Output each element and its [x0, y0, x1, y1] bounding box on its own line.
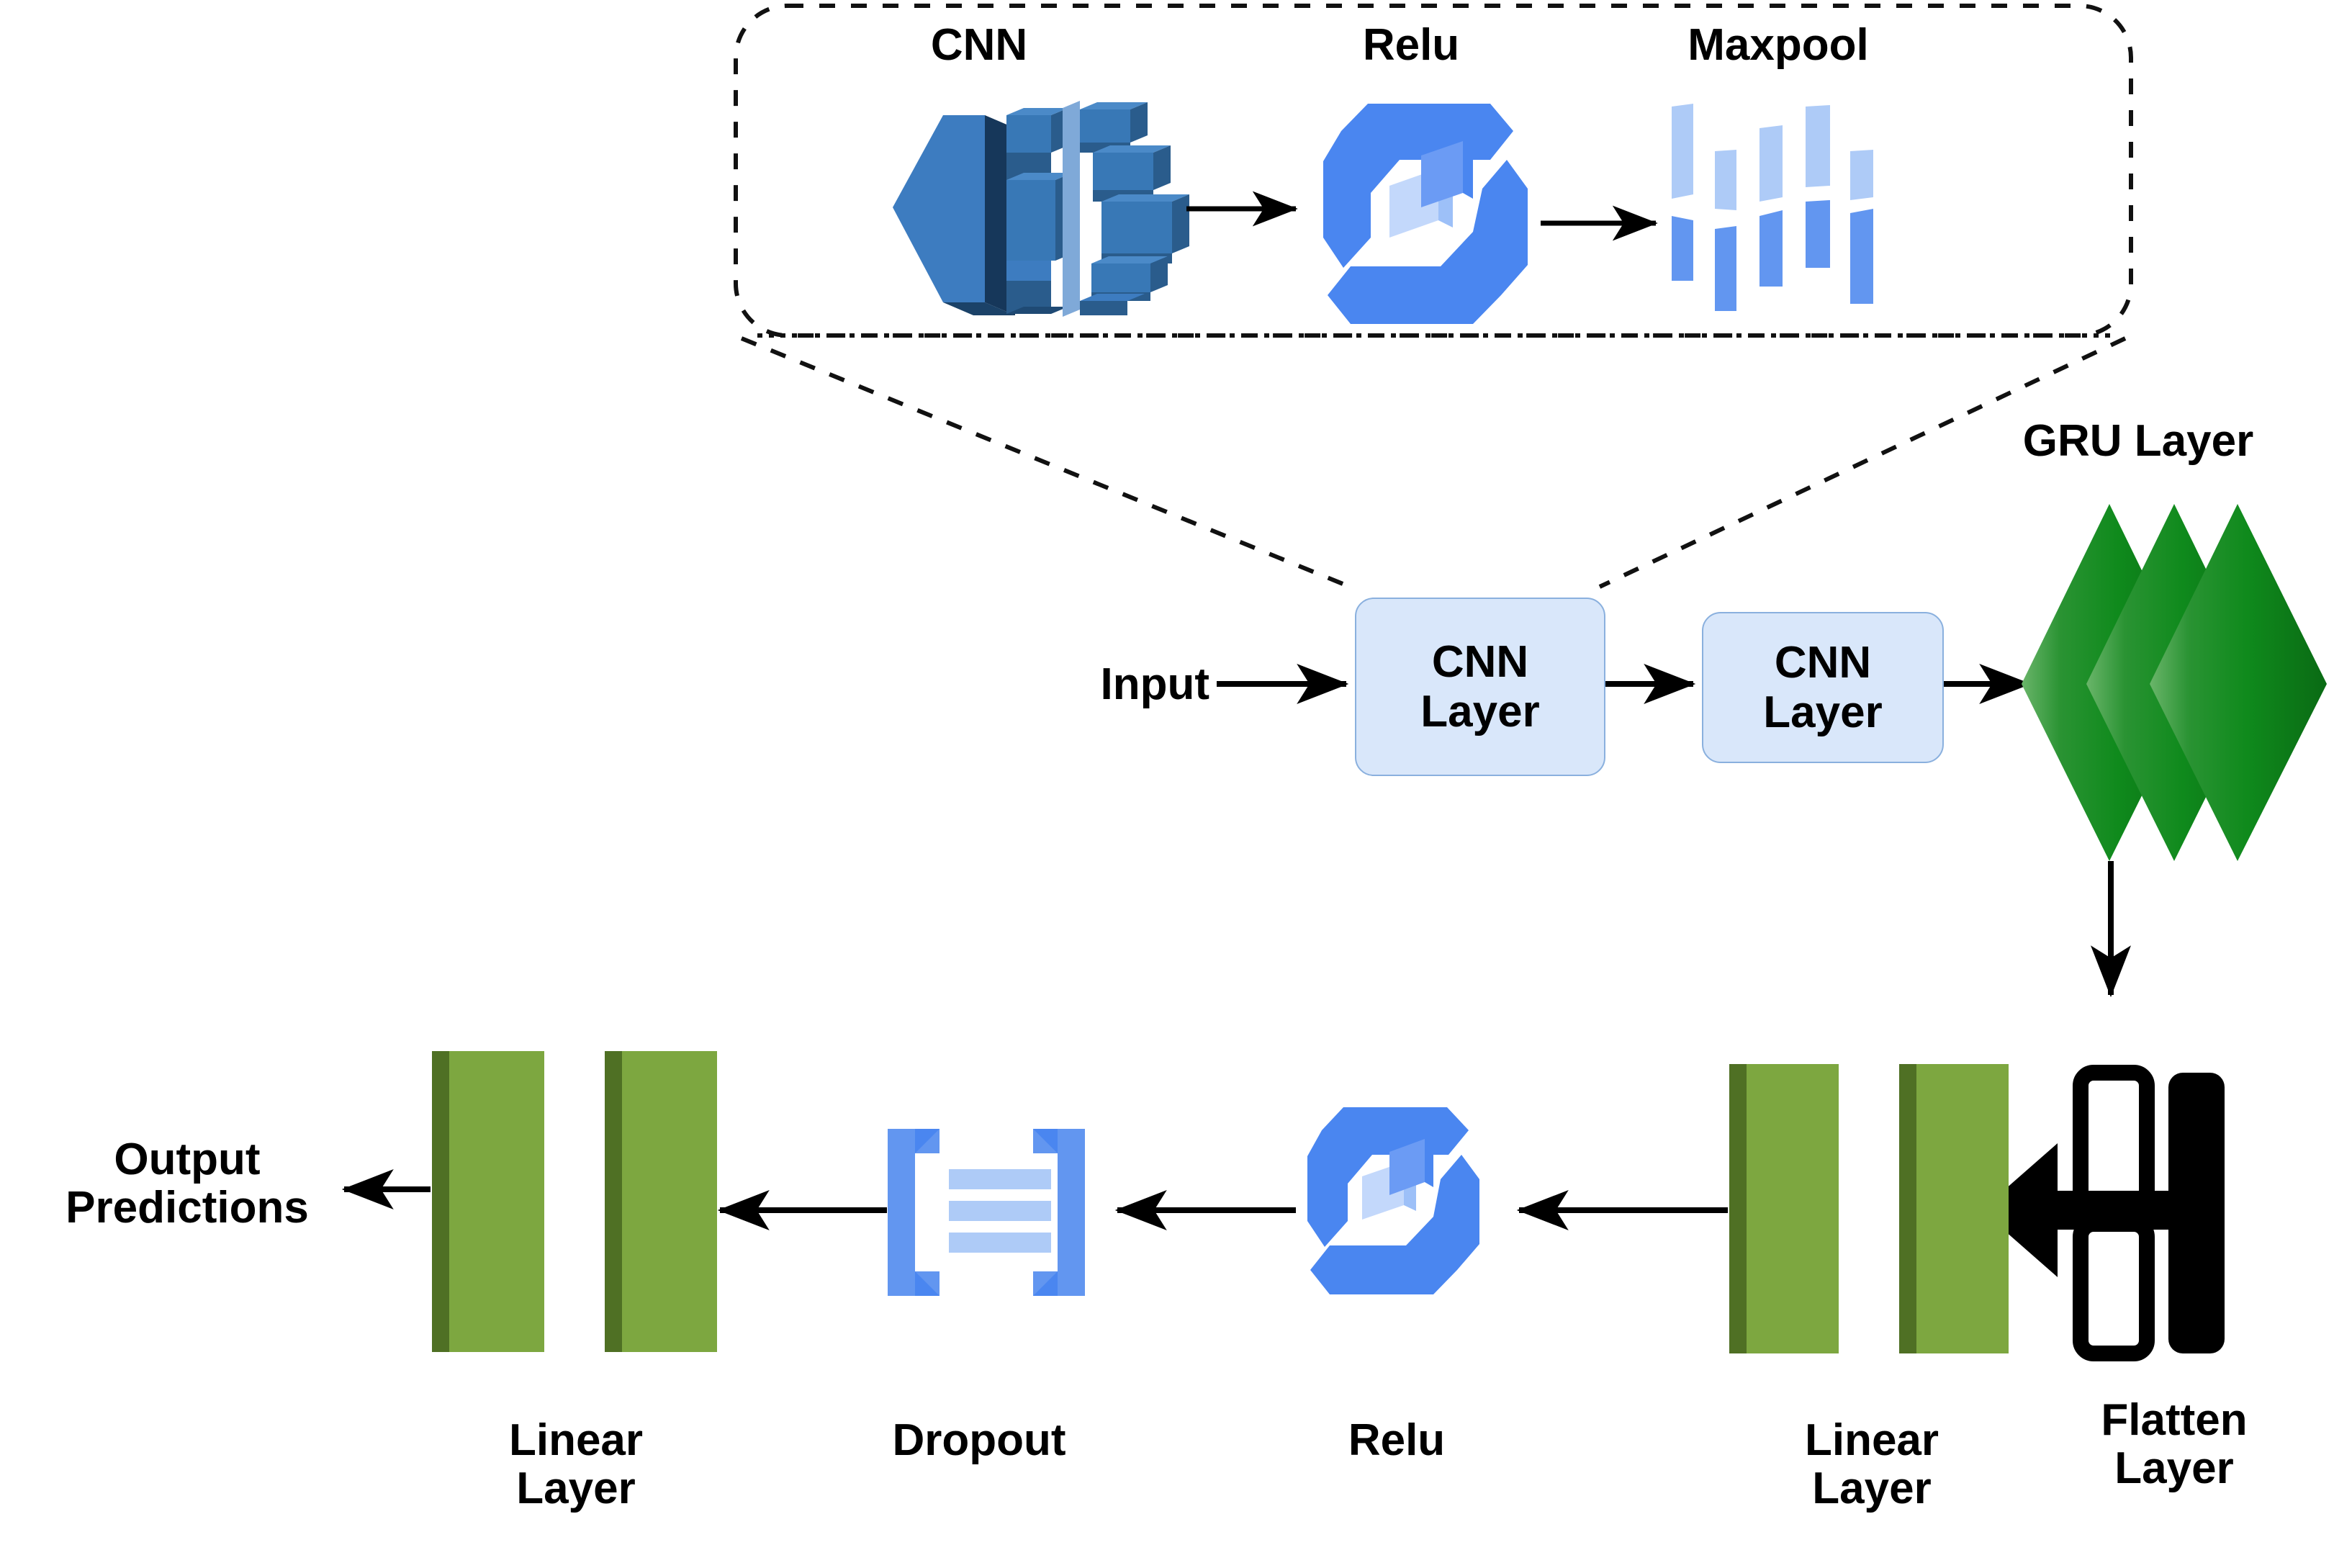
callout-leader-right: [1598, 336, 2127, 589]
linear-layer-bars-icon-left: [432, 1051, 717, 1352]
output-predictions-label: Output Predictions: [66, 1135, 309, 1233]
linear-layer-label-left: Linear Layer: [508, 1415, 644, 1513]
cnn-layer-box-2[interactable]: CNN Layer: [1702, 612, 1944, 763]
gru-diamonds-icon: [2022, 504, 2327, 861]
input-label: Input: [1100, 659, 1210, 709]
callout-box: [734, 4, 2133, 338]
dropout-brackets-icon: [888, 1129, 1085, 1296]
relu-label-bottom: Relu: [1348, 1415, 1446, 1465]
linear-layer-label-right: Linear Layer: [1804, 1415, 1939, 1513]
flatten-align-icon: [1981, 1065, 2225, 1361]
callout-label-maxpool: Maxpool: [1688, 20, 1869, 70]
cnn-layer-box-1[interactable]: CNN Layer: [1355, 598, 1605, 776]
relu-hexagon-icon-bottom: [1307, 1107, 1479, 1294]
dropout-label: Dropout: [892, 1415, 1066, 1465]
callout-leader-left: [740, 336, 1351, 589]
maxpool-bars-icon: [1672, 104, 1873, 311]
flatten-layer-label: Flatten Layer: [2101, 1395, 2248, 1493]
callout-label-relu: Relu: [1362, 20, 1460, 70]
callout-label-cnn: CNN: [930, 20, 1028, 70]
linear-layer-bars-icon-right: [1729, 1064, 2009, 1353]
relu-hexagon-icon: [1323, 104, 1528, 324]
cnn-3d-blocks-icon: [893, 101, 1189, 317]
gru-layer-label: GRU Layer: [2022, 416, 2254, 466]
